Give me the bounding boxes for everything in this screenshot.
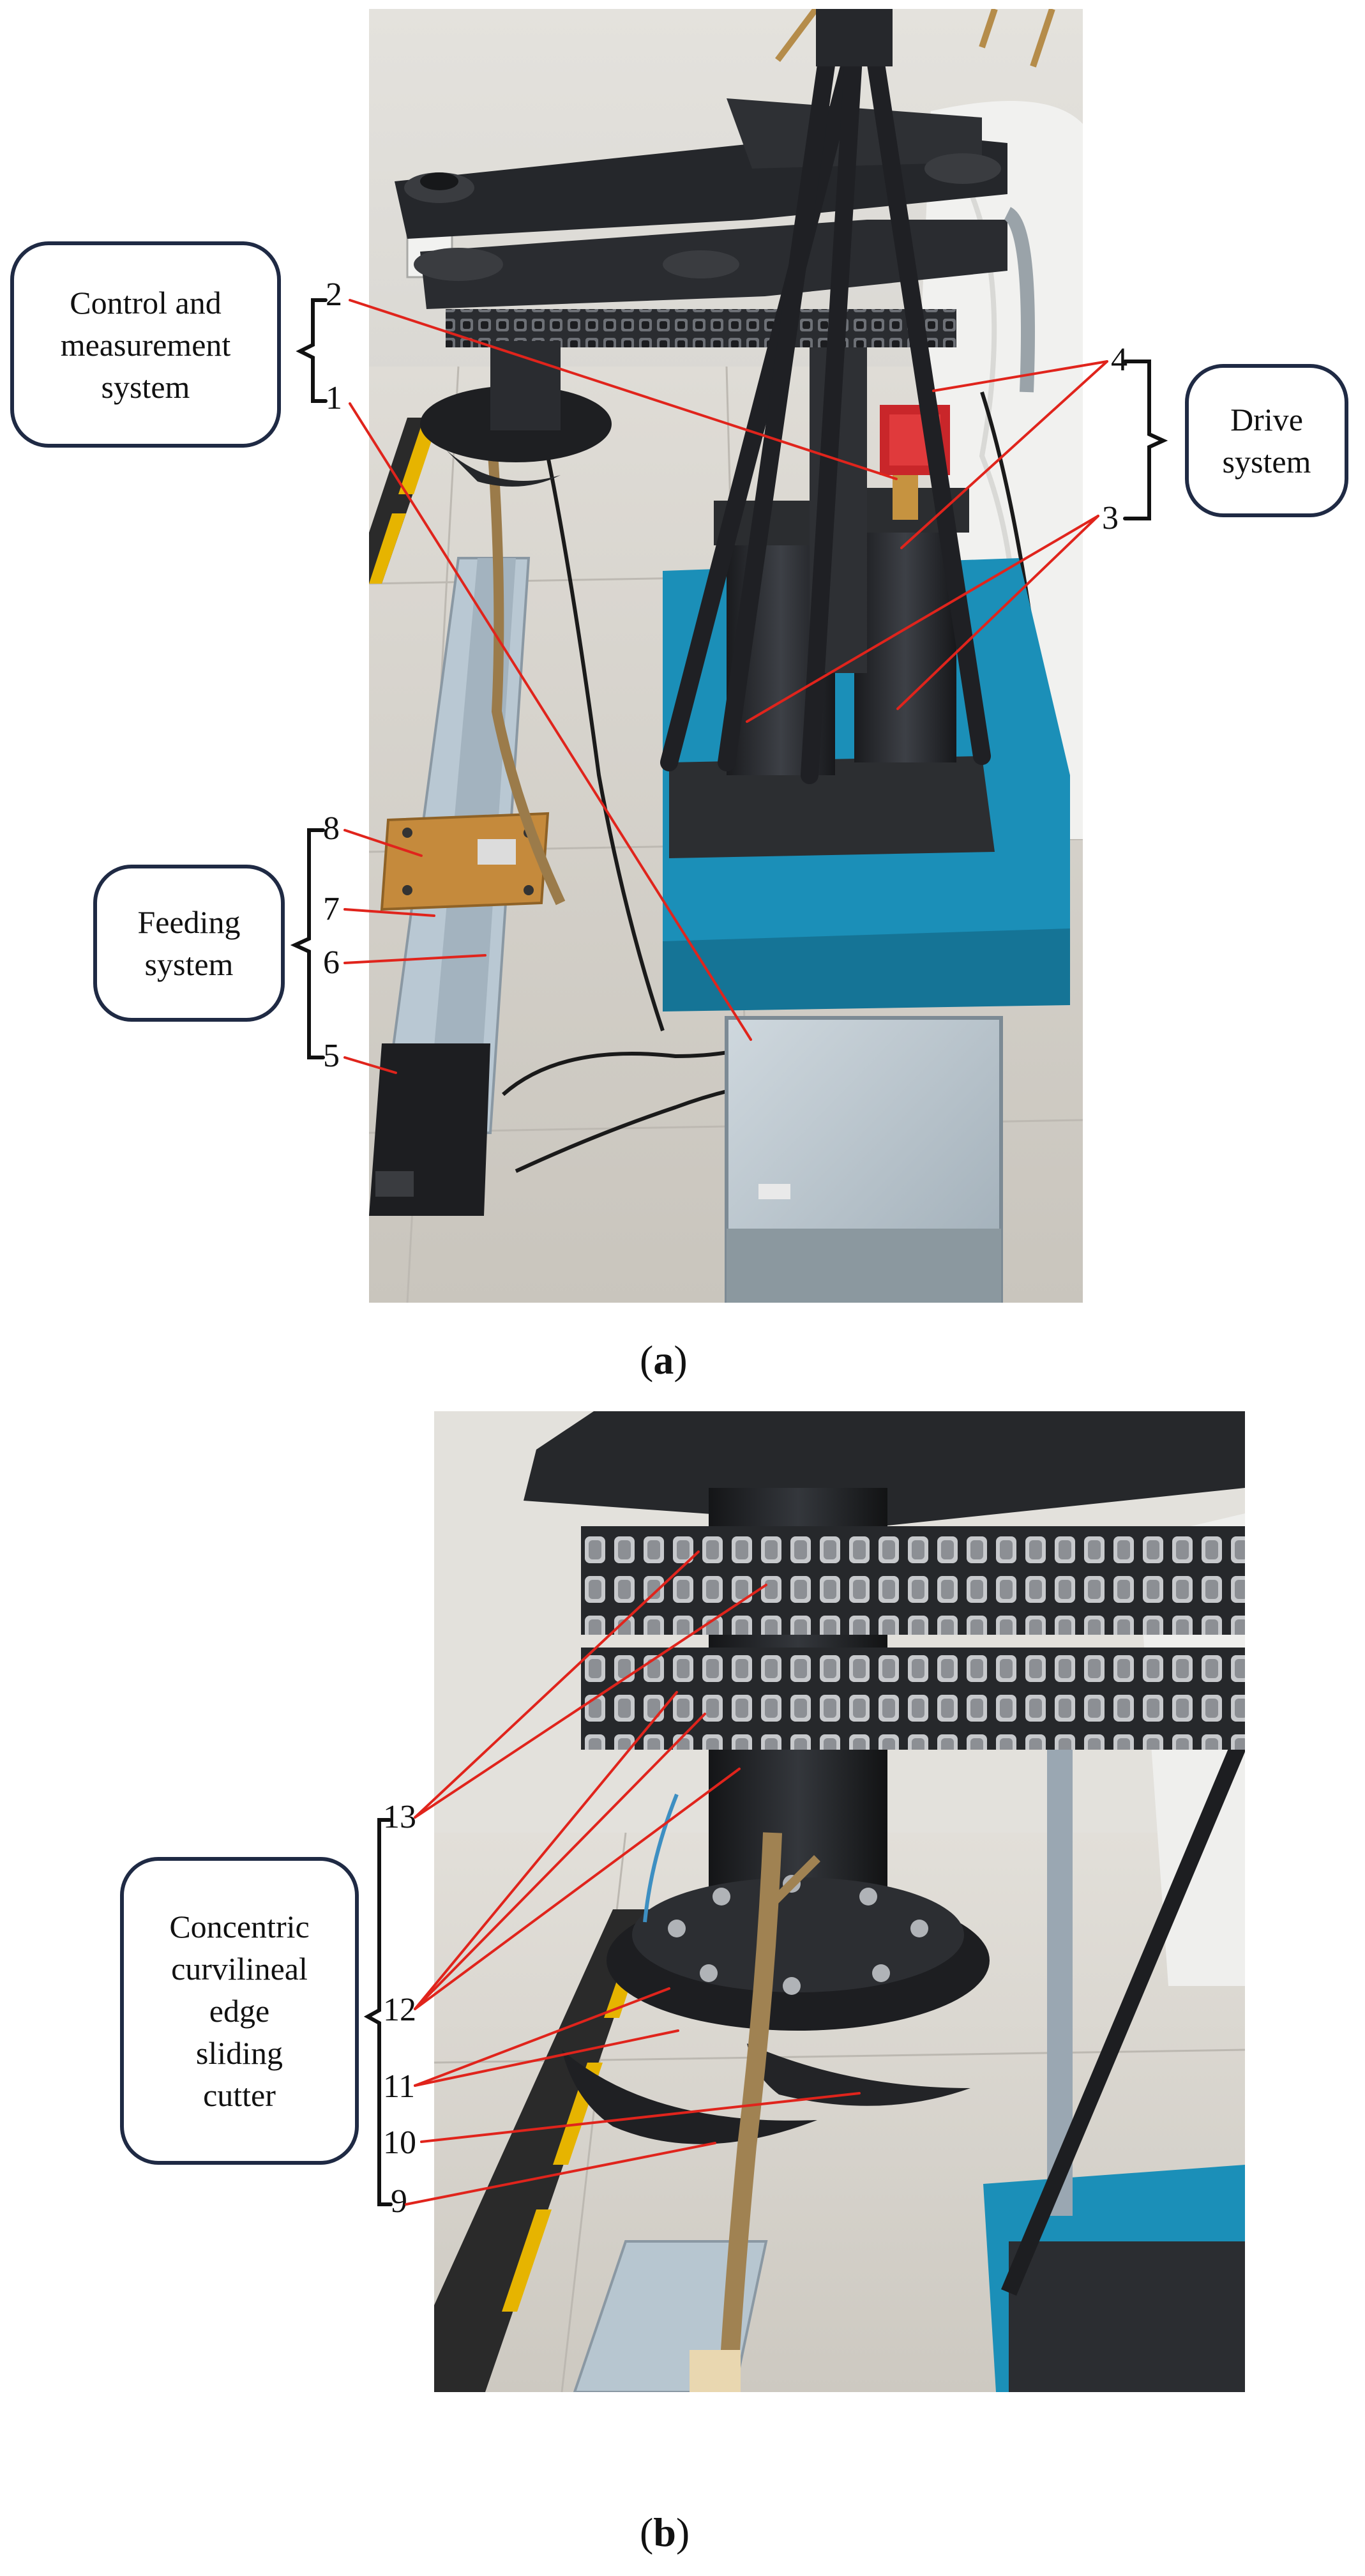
- leader-line-11a: [414, 1987, 670, 2087]
- leader-line-6: [343, 954, 486, 964]
- bracket-drive-system: [1123, 360, 1168, 520]
- callout-number-6: 6: [323, 944, 340, 981]
- leader-line-3a: [746, 515, 1099, 723]
- photo-panel-a: [369, 9, 1083, 1303]
- leader-line-1: [349, 402, 752, 1041]
- leader-line-12b: [414, 1713, 706, 2010]
- leader-line-10: [420, 2092, 861, 2143]
- callout-number-12: 12: [383, 1992, 416, 2028]
- bracket-cutter: [363, 1818, 393, 2206]
- leader-line-11b: [414, 2029, 679, 2087]
- group-label-concentric-curvilineal-edge-sliding-cutter: Concentric curvilineal edge sliding cutt…: [120, 1857, 359, 2165]
- leader-line-3b: [896, 515, 1099, 710]
- leader-line-5: [343, 1056, 397, 1074]
- callout-number-2: 2: [326, 277, 342, 313]
- group-label-drive-system: Drive system: [1185, 364, 1348, 517]
- group-label-control-and-measurement-system: Control and measurement system: [10, 241, 281, 448]
- group-label-feeding-system: Feeding system: [93, 865, 285, 1022]
- bracket-control-and-measurement-system: [296, 298, 328, 403]
- callout-number-8: 8: [323, 810, 340, 847]
- callout-number-7: 7: [323, 891, 340, 927]
- leader-line-13a: [414, 1550, 700, 1819]
- caption-letter-b: b: [653, 2510, 676, 2555]
- cutter-closeup-photo: [434, 1411, 1245, 2392]
- leader-line-12a: [414, 1691, 678, 2010]
- leader-line-12c: [414, 1768, 741, 2010]
- caption-panel-a: (a): [640, 1337, 688, 1383]
- leader-line-9: [405, 2142, 716, 2206]
- caption-letter-a: a: [653, 1337, 674, 1383]
- callout-number-3: 3: [1102, 500, 1119, 536]
- caption-panel-b: (b): [640, 2510, 690, 2555]
- leader-line-4a: [932, 360, 1108, 392]
- callout-number-1: 1: [326, 380, 342, 416]
- leader-line-7: [343, 908, 435, 917]
- leader-line-8: [343, 829, 423, 857]
- photo-panel-b: [434, 1411, 1245, 2392]
- callout-number-13: 13: [383, 1799, 416, 1835]
- callout-number-11: 11: [383, 2068, 416, 2105]
- leader-line-2: [349, 299, 898, 480]
- callout-number-10: 10: [383, 2125, 416, 2161]
- bracket-feeding-system: [290, 828, 325, 1059]
- leader-line-4b: [900, 360, 1108, 549]
- leader-line-13b: [414, 1584, 767, 1819]
- callout-number-5: 5: [323, 1038, 340, 1074]
- callout-number-9: 9: [391, 2183, 407, 2220]
- test-bench-photo: [369, 9, 1083, 1303]
